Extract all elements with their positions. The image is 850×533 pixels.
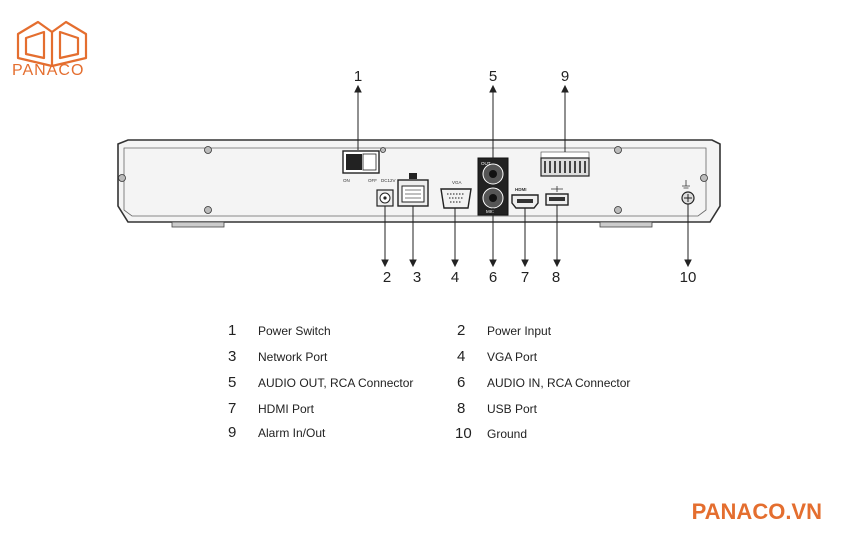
legend-number: 7 (228, 400, 237, 417)
callout-8: 8 (552, 269, 560, 286)
legend-label: HDMI Port (258, 402, 315, 416)
audio-out-label: OUT (481, 161, 491, 166)
network-port (397, 173, 429, 207)
legend-label: Power Switch (258, 324, 331, 338)
callout-7: 7 (521, 269, 529, 286)
callout-3: 3 (413, 269, 421, 286)
power-input: DC12V (376, 178, 396, 207)
legend-label: Power Input (487, 324, 552, 338)
legend-label: AUDIO OUT, RCA Connector (258, 376, 414, 390)
legend-item: 5 AUDIO OUT, RCA Connector (228, 374, 413, 391)
legend-number: 2 (457, 322, 466, 339)
legend-item: 7 HDMI Port (228, 400, 314, 417)
legend-number: 8 (457, 400, 466, 417)
brand-logo-icon (16, 20, 88, 68)
alarm-terminal (540, 151, 590, 177)
legend-number: 5 (228, 374, 237, 391)
legend-item: 3 Network Port (228, 348, 327, 365)
legend-number: 3 (228, 348, 237, 365)
legend-number: 1 (228, 322, 237, 339)
vga-port: VGA (440, 180, 472, 209)
callout-4: 4 (451, 269, 459, 286)
legend-item: 1 Power Switch (228, 322, 331, 339)
ground-terminal (681, 180, 695, 205)
hdmi-port: HDMI (511, 187, 539, 209)
callout-6: 6 (489, 269, 497, 286)
legend-label: Alarm In/Out (258, 426, 326, 440)
callout-lines (354, 84, 692, 268)
callout-10: 10 (680, 269, 697, 286)
power-off-label: OFF (368, 178, 377, 183)
callout-2: 2 (383, 269, 391, 286)
callout-1: 1 (354, 68, 362, 85)
legend-item: 6 AUDIO IN, RCA Connector (457, 374, 630, 391)
vga-label: VGA (452, 180, 462, 185)
hdmi-label: HDMI (515, 187, 527, 192)
power-switch: ON OFF (342, 150, 380, 183)
brand-site-text: PANACO.VN (691, 499, 822, 524)
legend-item: 4 VGA Port (457, 348, 537, 365)
legend-item: 10 Ground (455, 425, 527, 442)
legend-label: Network Port (258, 350, 328, 364)
logo-text: PANACO (12, 62, 85, 79)
callout-5: 5 (489, 68, 497, 85)
device-rear-panel: ON OFF DC12V VGA OUT MIC HDMI (117, 68, 721, 286)
callout-9: 9 (561, 68, 569, 85)
callout-numbers: 1 5 9 2 3 4 6 7 8 10 (354, 68, 697, 286)
legend-number: 9 (228, 424, 237, 441)
legend-number: 6 (457, 374, 466, 391)
mic-label: MIC (486, 209, 495, 214)
screws (118, 146, 708, 214)
legend-label: VGA Port (487, 350, 538, 364)
legend-number: 4 (457, 348, 466, 365)
legend-item: 8 USB Port (457, 400, 537, 417)
legend-item: 2 Power Input (457, 322, 551, 339)
legend-item: 9 Alarm In/Out (228, 424, 325, 441)
audio-ports: OUT MIC (477, 157, 509, 216)
power-on-label: ON (343, 178, 350, 183)
legend-label: Ground (487, 427, 528, 441)
dc-in-label: DC12V (381, 178, 396, 183)
legend-label: USB Port (487, 402, 538, 416)
legend-number: 10 (455, 425, 472, 442)
legend-label: AUDIO IN, RCA Connector (487, 376, 631, 390)
